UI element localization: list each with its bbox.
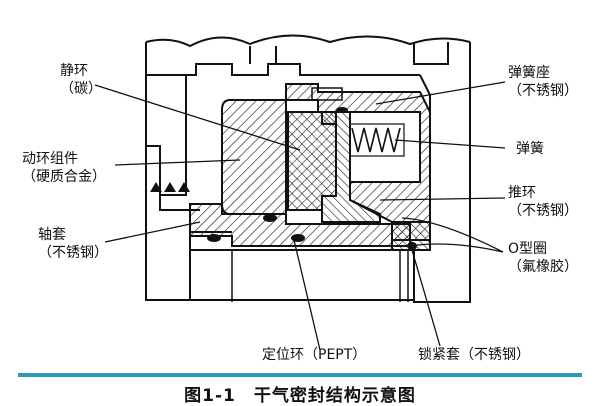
label-locating-ring: 定位环（PEPT） xyxy=(262,347,367,363)
label-push-ring-name: 推环 xyxy=(508,185,536,201)
label-o-ring-material: （氟橡胶） xyxy=(508,259,578,275)
o-ring-2 xyxy=(263,214,277,222)
label-static-ring: 静环 （碳） xyxy=(60,62,102,98)
label-o-ring-name: O型圈 xyxy=(508,241,548,257)
lock-sleeve-part xyxy=(391,221,431,251)
labyrinth-teeth xyxy=(150,182,190,192)
o-ring-5 xyxy=(336,107,348,113)
figure-caption: 图1-1 干气密封结构示意图 xyxy=(184,386,416,406)
label-lock-sleeve: 锁紧套（不锈钢） xyxy=(418,347,530,363)
o-ring-3 xyxy=(291,234,305,242)
o-ring-1 xyxy=(207,234,221,242)
label-o-ring: O型圈 （氟橡胶） xyxy=(508,240,578,276)
label-shaft-sleeve-name: 轴套 xyxy=(38,227,66,243)
label-spring-seat-name: 弹簧座 xyxy=(508,65,550,81)
static-ring-part xyxy=(287,111,337,211)
label-static-ring-material: （碳） xyxy=(60,81,102,97)
leader-lines xyxy=(94,81,506,351)
rotating-ring-part xyxy=(221,99,287,215)
o-rings xyxy=(207,107,417,250)
label-spring-seat-material: （不锈钢） xyxy=(508,83,578,99)
label-shaft-sleeve-material: （不锈钢） xyxy=(38,245,108,261)
caption-rule xyxy=(18,373,582,377)
label-rotating-ring: 动环组件 （硬质合金） xyxy=(22,150,106,186)
seat-lug xyxy=(311,87,343,101)
label-static-ring-name: 静环 xyxy=(60,63,88,79)
shaft xyxy=(231,250,409,302)
label-push-ring-material: （不锈钢） xyxy=(508,203,578,219)
label-push-ring: 推环 （不锈钢） xyxy=(508,184,578,220)
label-spring-seat: 弹簧座 （不锈钢） xyxy=(508,64,578,100)
label-spring: 弹簧 xyxy=(516,141,544,157)
label-rotating-ring-material: （硬质合金） xyxy=(22,169,106,185)
label-shaft-sleeve: 轴套 （不锈钢） xyxy=(38,226,108,262)
label-rotating-ring-name: 动环组件 xyxy=(22,151,78,167)
